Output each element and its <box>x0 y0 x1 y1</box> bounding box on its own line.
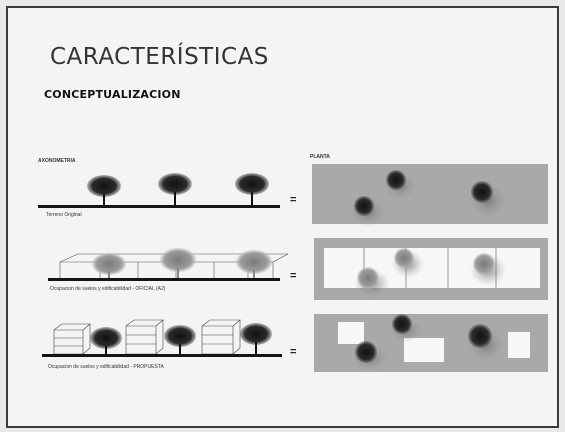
axonometry-header: AXONOMETRIA <box>38 158 76 164</box>
plan-1 <box>312 164 548 227</box>
equals-sign-1: = <box>290 194 297 206</box>
plan-3 <box>314 314 548 372</box>
row-3-caption: Ocupacion de suelos y edificabilidad - P… <box>48 364 164 370</box>
tree-2-1 <box>92 253 126 279</box>
tree-2-3 <box>236 250 272 279</box>
slide-subtitle: CONCEPTUALIZACION <box>44 88 181 101</box>
equals-sign-3: = <box>290 346 297 358</box>
tree-3-2 <box>164 325 196 356</box>
equals-sign-2: = <box>290 270 297 282</box>
row-1-caption: Terreno Original <box>46 212 82 218</box>
tree-1-2 <box>158 173 192 206</box>
plan-header: PLANTA <box>310 154 330 160</box>
tree-1-1 <box>87 175 121 206</box>
ground-line-1 <box>38 205 280 208</box>
slide-title: CARACTERÍSTICAS <box>50 44 269 70</box>
ground-line-3 <box>42 354 282 357</box>
ground-line-2 <box>48 278 280 281</box>
row-2-caption: Ocupacion de suelos y edificabilidad - O… <box>50 286 166 292</box>
plan-2 <box>314 238 548 300</box>
tree-1-3 <box>235 173 269 206</box>
row-3-buildings <box>53 319 241 355</box>
slide: CARACTERÍSTICAS CONCEPTUALIZACION AXONOM… <box>6 6 559 428</box>
tree-3-1 <box>90 327 122 356</box>
row-1-axonometry <box>38 164 548 372</box>
tree-2-2 <box>160 248 196 279</box>
tree-3-3 <box>240 323 272 356</box>
